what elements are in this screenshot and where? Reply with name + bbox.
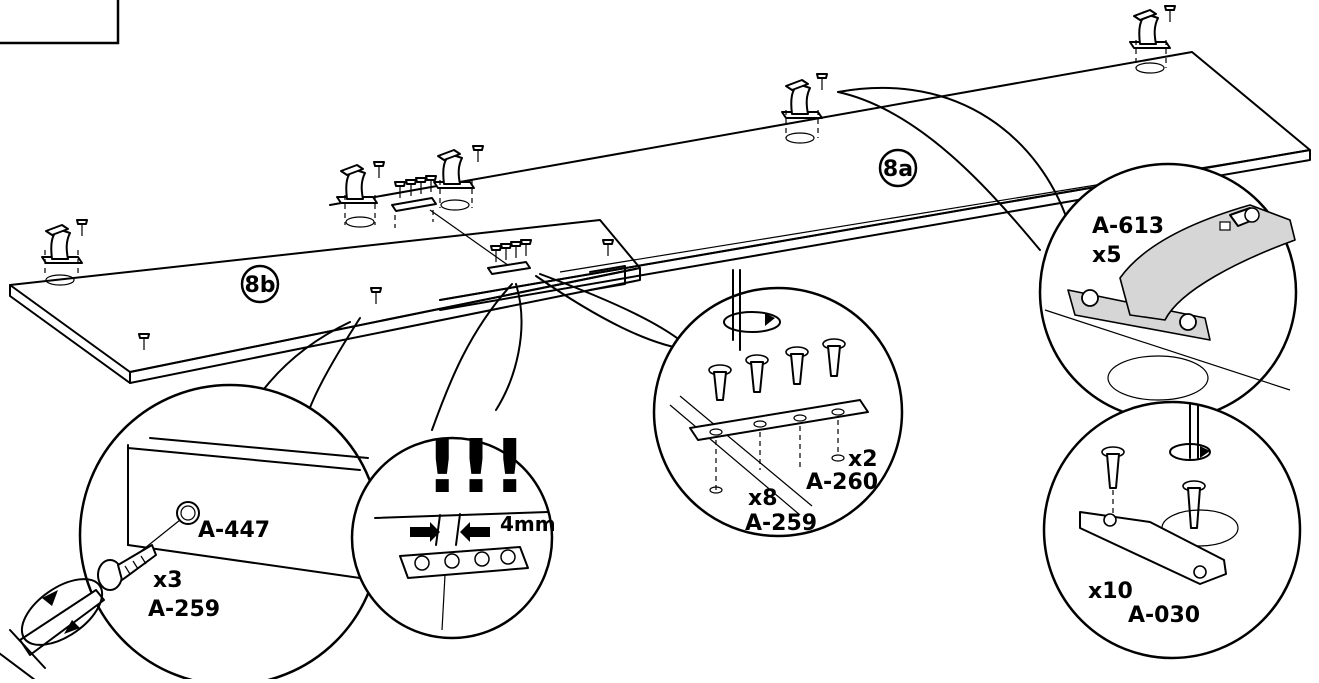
callout-connector [535,275,691,351]
screw-icon [708,364,732,401]
screw-icon [1101,446,1125,489]
hinge-on-board [41,219,88,286]
screw-icon [745,354,769,393]
callout-connector [495,283,523,411]
detail-cover-cap: A-447 x3 A-259 [0,383,382,683]
cap-part-label: A-447 [198,518,270,543]
connector-part: A-260 [806,470,878,495]
panel-8b: 8b [9,219,641,384]
gap-label: 4mm [500,512,556,536]
panel-8b-label: 8b [244,273,275,298]
hinge-on-board [781,73,828,144]
detail-hinge: A-613 x5 [1038,162,1298,422]
callout-connector [837,86,1069,223]
hinge-part-label: A-613 [1092,214,1164,239]
detail-connector-plate: x2 A-260 x8 A-259 [652,269,904,538]
plate-part-label: A-030 [1128,603,1200,628]
arrow-right-icon [410,522,440,542]
screwdriver-icon [0,578,105,681]
rotation-arrow-icon [723,311,781,333]
panel-8a: 8a [329,51,1311,311]
panel-8b-marker [240,264,280,304]
warning-marks: !!! [425,424,526,510]
cap-screw-qty: x3 [153,568,183,593]
panel-8a-marker [878,148,918,188]
plate-qty-label: x10 [1088,579,1133,604]
connector-qty: x2 [848,447,878,472]
callout-connector [837,91,1041,251]
step-number-box [0,0,120,45]
hinge-on-board [336,161,385,228]
rotation-arrow-icon [1169,443,1211,461]
connector-screw-part: A-259 [745,511,817,536]
arrow-left-icon [460,522,490,542]
connector-plate-on-board [391,175,513,269]
screw-icon [1182,480,1206,529]
screw-icon [97,544,157,591]
screw-icon [822,338,846,377]
connector-screw-qty: x8 [748,486,778,511]
connector-plate-on-board [487,239,532,275]
callout-connector [431,283,513,431]
detail-mounting-plate: x10 A-030 [1042,400,1302,660]
screw-icon [785,346,809,385]
hinge-qty-label: x5 [1092,243,1122,268]
hinge-on-board [1129,5,1176,74]
cap-screw-part: A-259 [148,597,220,622]
detail-gap-warning: !!! 4mm [350,424,556,640]
panel-8a-label: 8a [883,157,913,182]
hinge-on-board [433,145,484,211]
